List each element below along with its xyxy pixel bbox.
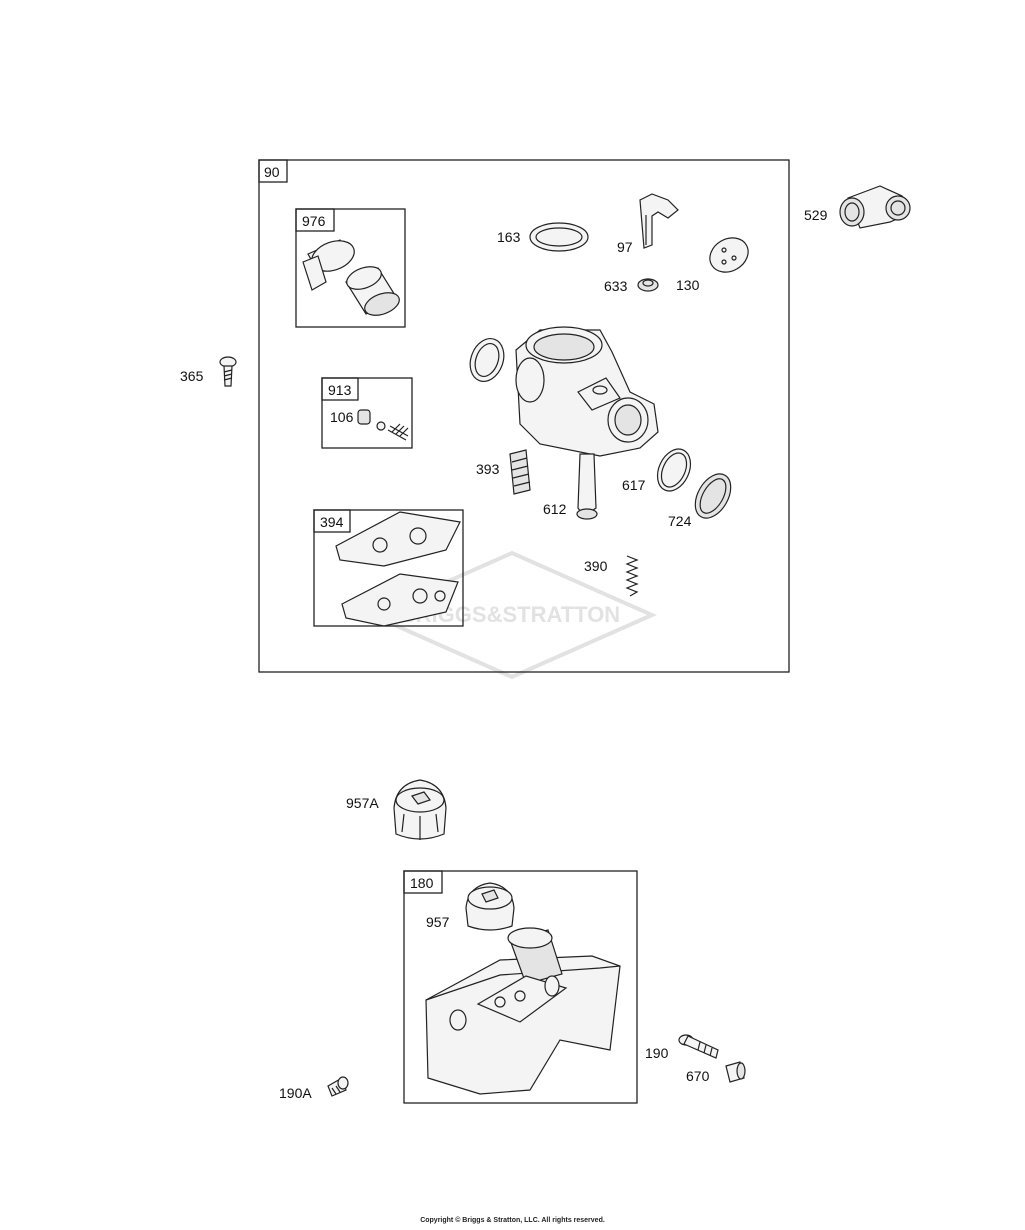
needle-seat-part (357, 409, 409, 441)
part-label-163: 163 (497, 229, 521, 245)
throttle-plate-130-part (709, 237, 749, 273)
group-label-fuel-tank: 180 (410, 875, 434, 891)
oring-163-part (529, 222, 589, 252)
part-label-190: 190 (645, 1045, 669, 1061)
part-label-633: 633 (604, 278, 628, 294)
group-tag-carburetor (258, 159, 288, 183)
group-label-carburetor: 90 (264, 164, 280, 180)
copyright-notice: Copyright © Briggs & Stratton, LLC. All … (420, 1217, 605, 1224)
gasket-set-part (335, 511, 461, 627)
group-tag-air-cleaner (295, 208, 335, 232)
part-label-957: 957 (426, 914, 450, 930)
screw-190A-part (327, 1076, 349, 1097)
part-label-612: 612 (543, 501, 567, 517)
part-label-957A: 957A (346, 795, 379, 811)
group-frame-air-cleaner (295, 208, 406, 328)
screen-393-part (509, 449, 531, 495)
elbow-529-part (839, 185, 911, 229)
part-label-724: 724 (668, 513, 692, 529)
oring-617-part (656, 448, 692, 492)
group-tag-fuel-tank (403, 870, 443, 894)
seal-633-part (637, 278, 659, 292)
pickup-tube-612-part (576, 453, 598, 520)
group-frame-needle-kit (321, 377, 413, 449)
group-frame-carburetor (258, 159, 790, 673)
part-label-97: 97 (617, 239, 633, 255)
part-label-617: 617 (622, 477, 646, 493)
fuel-cap-957A-part (393, 779, 447, 840)
spring-390-part (625, 555, 639, 597)
part-label-393: 393 (476, 461, 500, 477)
seal-724-part (694, 473, 732, 519)
screw-365-part (219, 356, 237, 387)
part-label-365: 365 (180, 368, 204, 384)
group-frame-gasket-set (313, 509, 464, 627)
bolt-190-part (678, 1034, 719, 1059)
part-label-390: 390 (584, 558, 608, 574)
group-label-air-cleaner: 976 (302, 213, 326, 229)
group-tag-gasket-set (313, 509, 351, 533)
air-cleaner-part (302, 239, 400, 316)
group-label-gasket-set: 394 (320, 514, 344, 530)
spacer-670-part (725, 1061, 746, 1083)
part-label-529: 529 (804, 207, 828, 223)
part-label-130: 130 (676, 277, 700, 293)
carburetor-body-part (469, 326, 659, 457)
part-label-190A: 190A (279, 1085, 312, 1101)
group-frame-fuel-tank (403, 870, 638, 1104)
fuel-tank-part (425, 927, 621, 1095)
part-label-106: 106 (330, 409, 354, 425)
part-label-670: 670 (686, 1068, 710, 1084)
throttle-shaft-97-part (639, 193, 679, 249)
group-label-needle-kit: 913 (328, 382, 352, 398)
fuel-cap-957-part (465, 882, 515, 931)
group-tag-needle-kit (321, 377, 359, 401)
